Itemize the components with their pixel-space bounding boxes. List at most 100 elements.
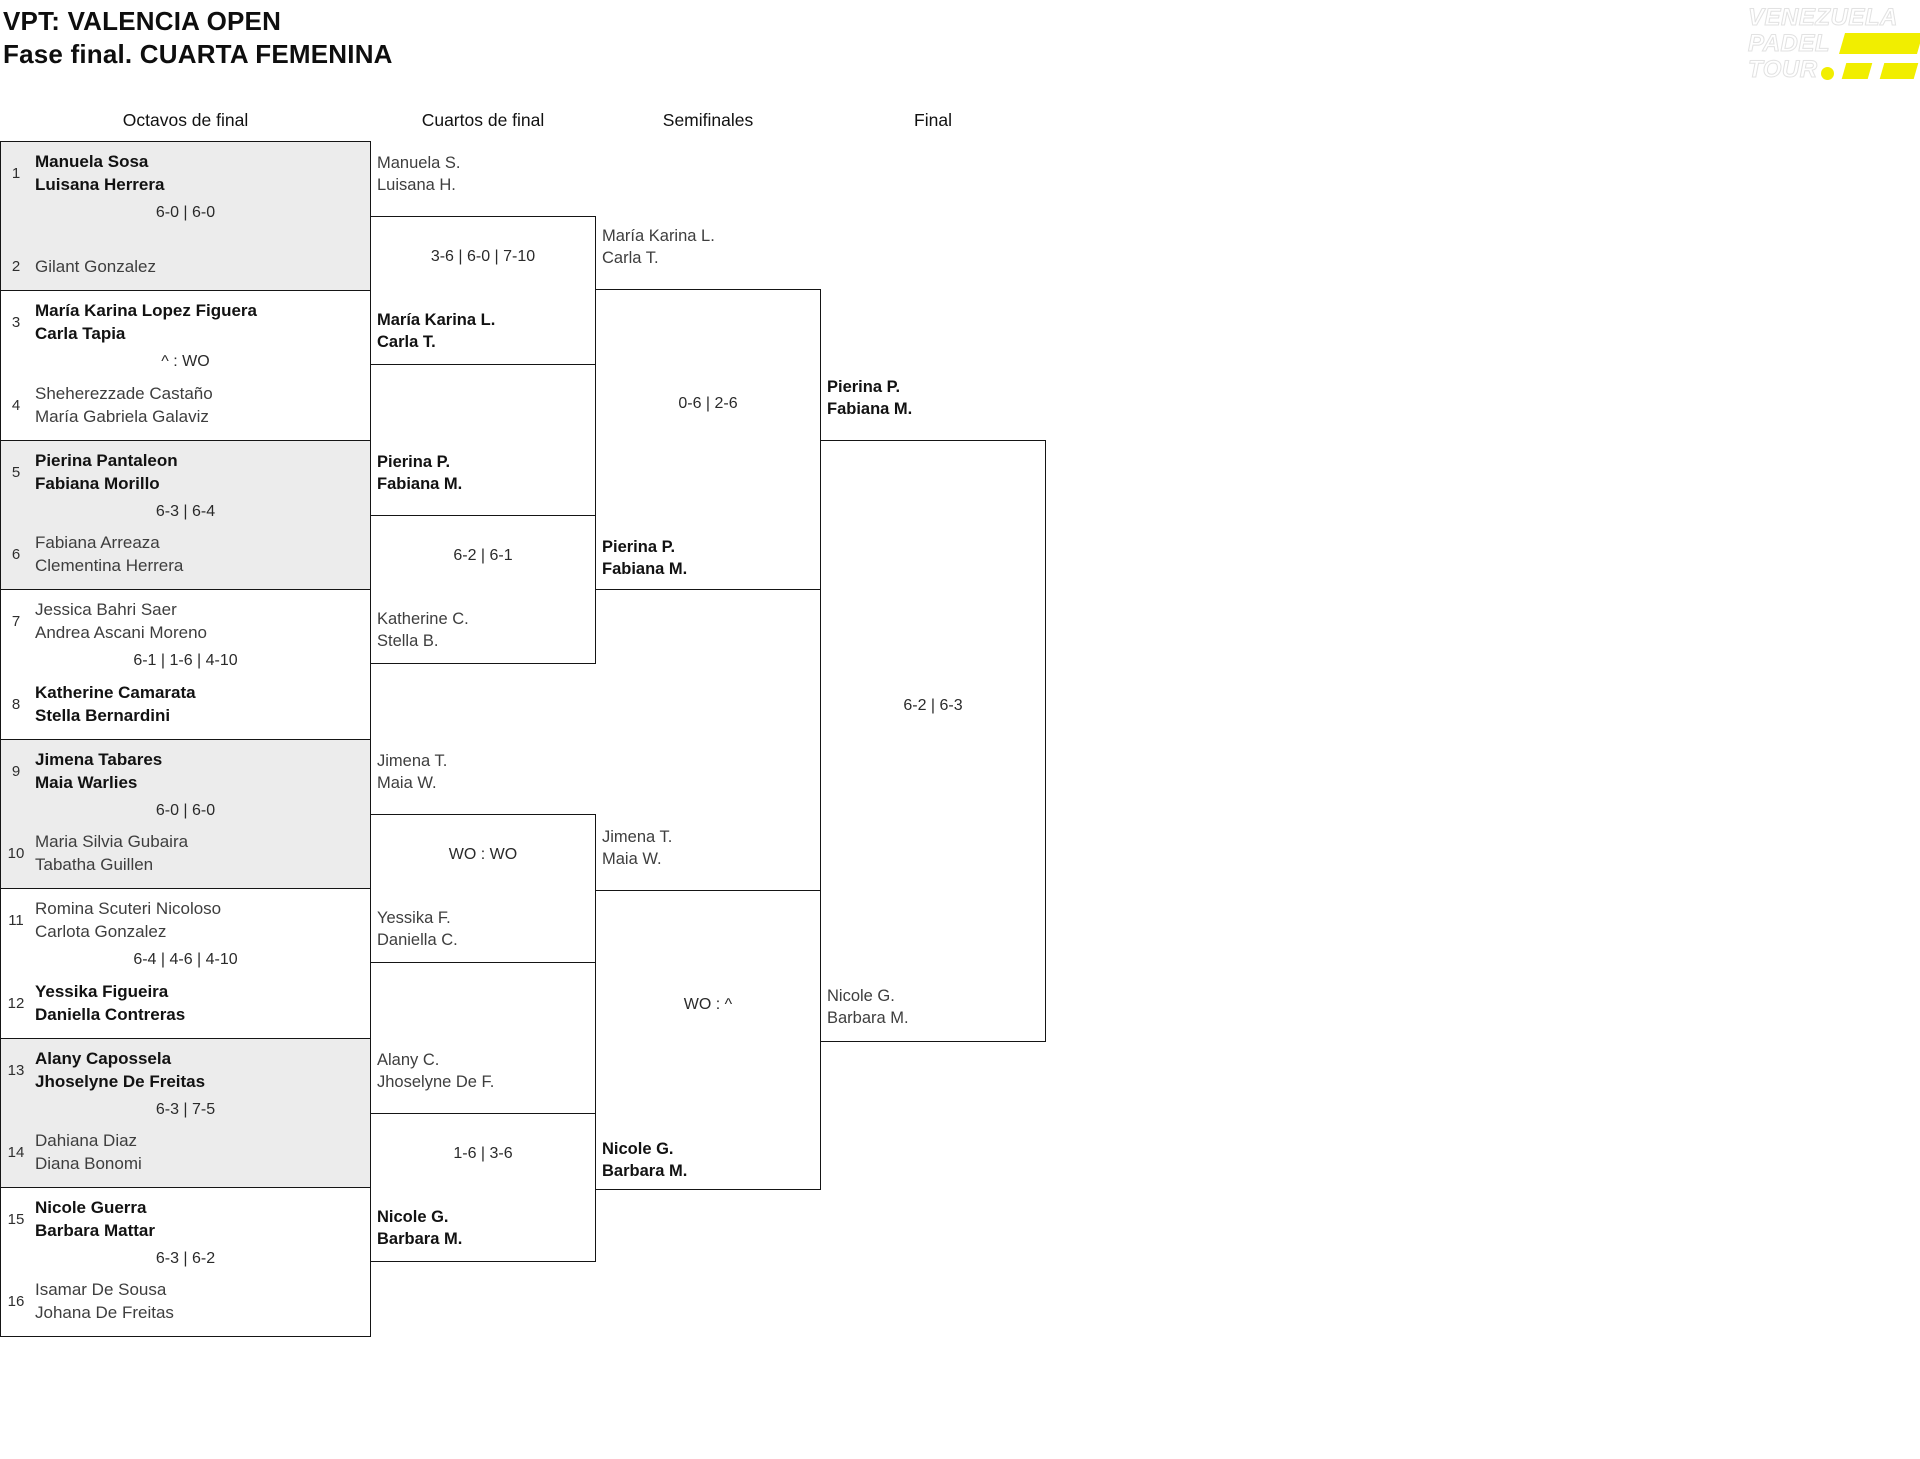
seed-number: 15 (7, 1210, 25, 1228)
seed-number: 12 (7, 994, 25, 1012)
match-box-final (820, 440, 1046, 1042)
tournament-title-line1: VPT: VALENCIA OPEN (3, 6, 282, 36)
vpt-logo: VENEZUELA PADEL TOUR (1747, 4, 1920, 82)
match-score: 0-6 | 2-6 (678, 395, 738, 412)
seed-number: 4 (11, 396, 21, 414)
match-box-qf-3 (370, 814, 596, 963)
logo-row: VENEZUELA (1748, 4, 1920, 30)
participant-label: Pierina P.Fabiana M. (602, 538, 688, 578)
participant-label: María Karina L.Carla T. (602, 227, 715, 267)
participant-label: Nicole G.Barbara M. (827, 987, 909, 1027)
match-score: WO : WO (448, 846, 518, 863)
seed-number: 2 (11, 258, 21, 275)
participant-label: Yessika F.Daniella C. (377, 909, 458, 949)
logo-bar-icon (1839, 32, 1920, 54)
participant-label: Katherine C.Stella B. (377, 610, 469, 650)
seed-number: 8 (11, 695, 21, 713)
seed-number: 5 (11, 463, 21, 481)
seed-number: 16 (7, 1292, 25, 1310)
match-score: 6-3 | 7-5 (155, 1101, 216, 1118)
round-header-cuartos: Cuartos de final (421, 110, 545, 130)
logo-text-venezuela: VENEZUELA (1748, 3, 1898, 31)
match-score: 6-0 | 6-0 (155, 802, 216, 819)
logo-bar-icon (1841, 63, 1872, 79)
match-score: 6-2 | 6-3 (903, 697, 963, 714)
seed-number: 1 (11, 164, 21, 182)
team-slot: 2 Gilant Gonzalez (6, 255, 156, 278)
participant-label: María Karina L.Carla T. (377, 311, 496, 351)
seed-number: 14 (7, 1143, 25, 1161)
logo-row: TOUR (1748, 56, 1920, 82)
seed-number: 13 (7, 1061, 25, 1079)
logo-text-padel: PADEL (1747, 29, 1831, 57)
logo-bar-icon (1879, 63, 1918, 79)
participant-label: Jimena T.Maia W. (377, 752, 448, 792)
match-score: 1-6 | 3-6 (453, 1145, 513, 1162)
participant-label: Jimena T.Maia W. (602, 828, 673, 868)
seed-number: 11 (8, 911, 24, 929)
match-score: ^ : WO (161, 353, 210, 370)
logo-text-tour: TOUR (1748, 55, 1818, 83)
match-score: 3-6 | 6-0 | 7-10 (430, 248, 536, 265)
logo-dot-icon (1820, 66, 1834, 80)
seed-number: 10 (7, 844, 25, 862)
match-score: WO : ^ (683, 996, 733, 1013)
participant-label: Pierina P.Fabiana M. (377, 453, 463, 493)
seed-number: 9 (11, 762, 21, 780)
participant-label: Pierina P.Fabiana M. (827, 378, 913, 418)
tournament-title-line2: Fase final. CUARTA FEMENINA (3, 39, 393, 69)
match-score: 6-3 | 6-4 (155, 503, 216, 520)
match-score: 6-4 | 4-6 | 4-10 (133, 951, 238, 968)
match-score: 6-3 | 6-2 (155, 1250, 216, 1267)
seed-number: 6 (11, 545, 21, 563)
round-header-final: Final (914, 110, 952, 130)
tournament-title: VPT: VALENCIA OPEN Fase final. CUARTA FE… (3, 5, 393, 71)
team-names: Gilant Gonzalez (35, 257, 156, 276)
logo-row: PADEL (1747, 29, 1920, 57)
round-header-octavos: Octavos de final (122, 110, 249, 130)
match-score: 6-2 | 6-1 (453, 547, 513, 564)
seed-number: 3 (11, 313, 21, 331)
match-score: 6-1 | 1-6 | 4-10 (133, 652, 238, 669)
participant-label: Nicole G.Barbara M. (602, 1140, 688, 1180)
